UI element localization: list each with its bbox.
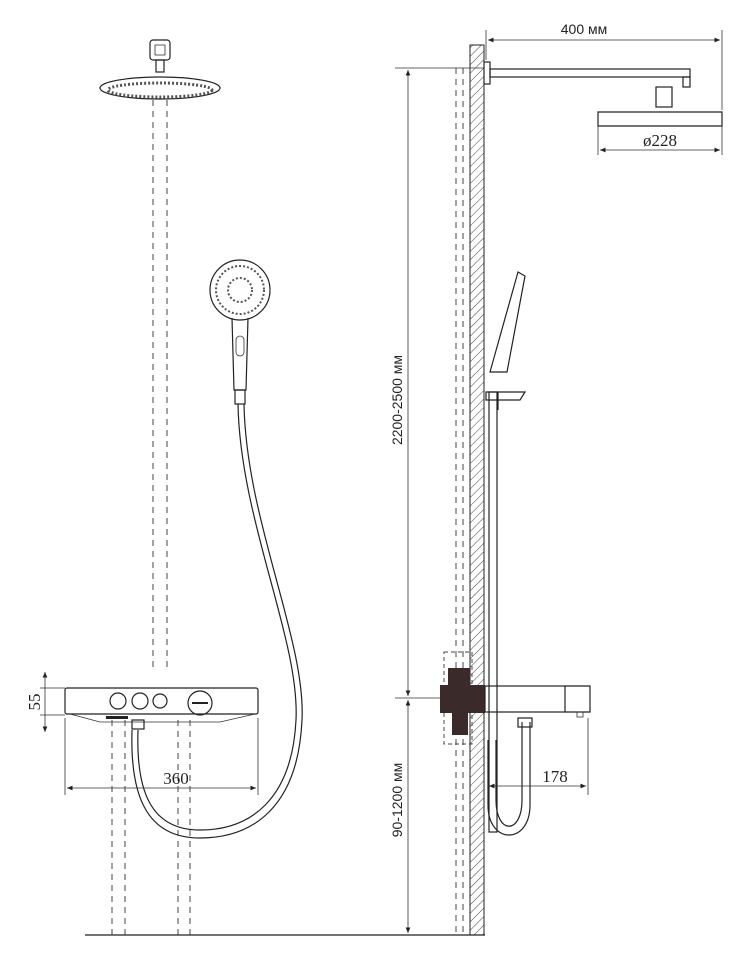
front-view: 55 360 — [25, 39, 303, 935]
mixer-height-label: 90-1200 мм — [389, 763, 405, 838]
mixer-depth-label: 178 — [542, 767, 568, 786]
hose — [137, 403, 297, 831]
side-view: ø228 400 мм 178 2200-2500 мм — [389, 21, 723, 936]
total-height-label: 2200-2500 мм — [389, 355, 405, 445]
ceiling-connector — [149, 39, 171, 61]
button-icon — [152, 693, 168, 709]
overhead-head-side — [597, 111, 723, 127]
thermostat-knob — [187, 690, 213, 716]
hand-shower-head — [209, 259, 271, 321]
shower-arm — [489, 68, 691, 78]
button-icon — [131, 692, 149, 710]
overhead-shower-head — [99, 76, 221, 100]
hand-shower-handle — [231, 317, 249, 391]
mixer-valve — [440, 685, 485, 713]
head-diameter-label: ø228 — [643, 131, 677, 150]
mixer-body — [484, 685, 566, 713]
panel-width-label: 360 — [163, 769, 189, 788]
thermostatic-shelf-panel — [64, 687, 259, 715]
panel-height-label: 55 — [25, 694, 44, 711]
arm-length-label: 400 мм — [561, 21, 608, 37]
wall — [469, 44, 485, 936]
button-icon — [109, 692, 127, 710]
hand-shower-side — [489, 271, 526, 373]
